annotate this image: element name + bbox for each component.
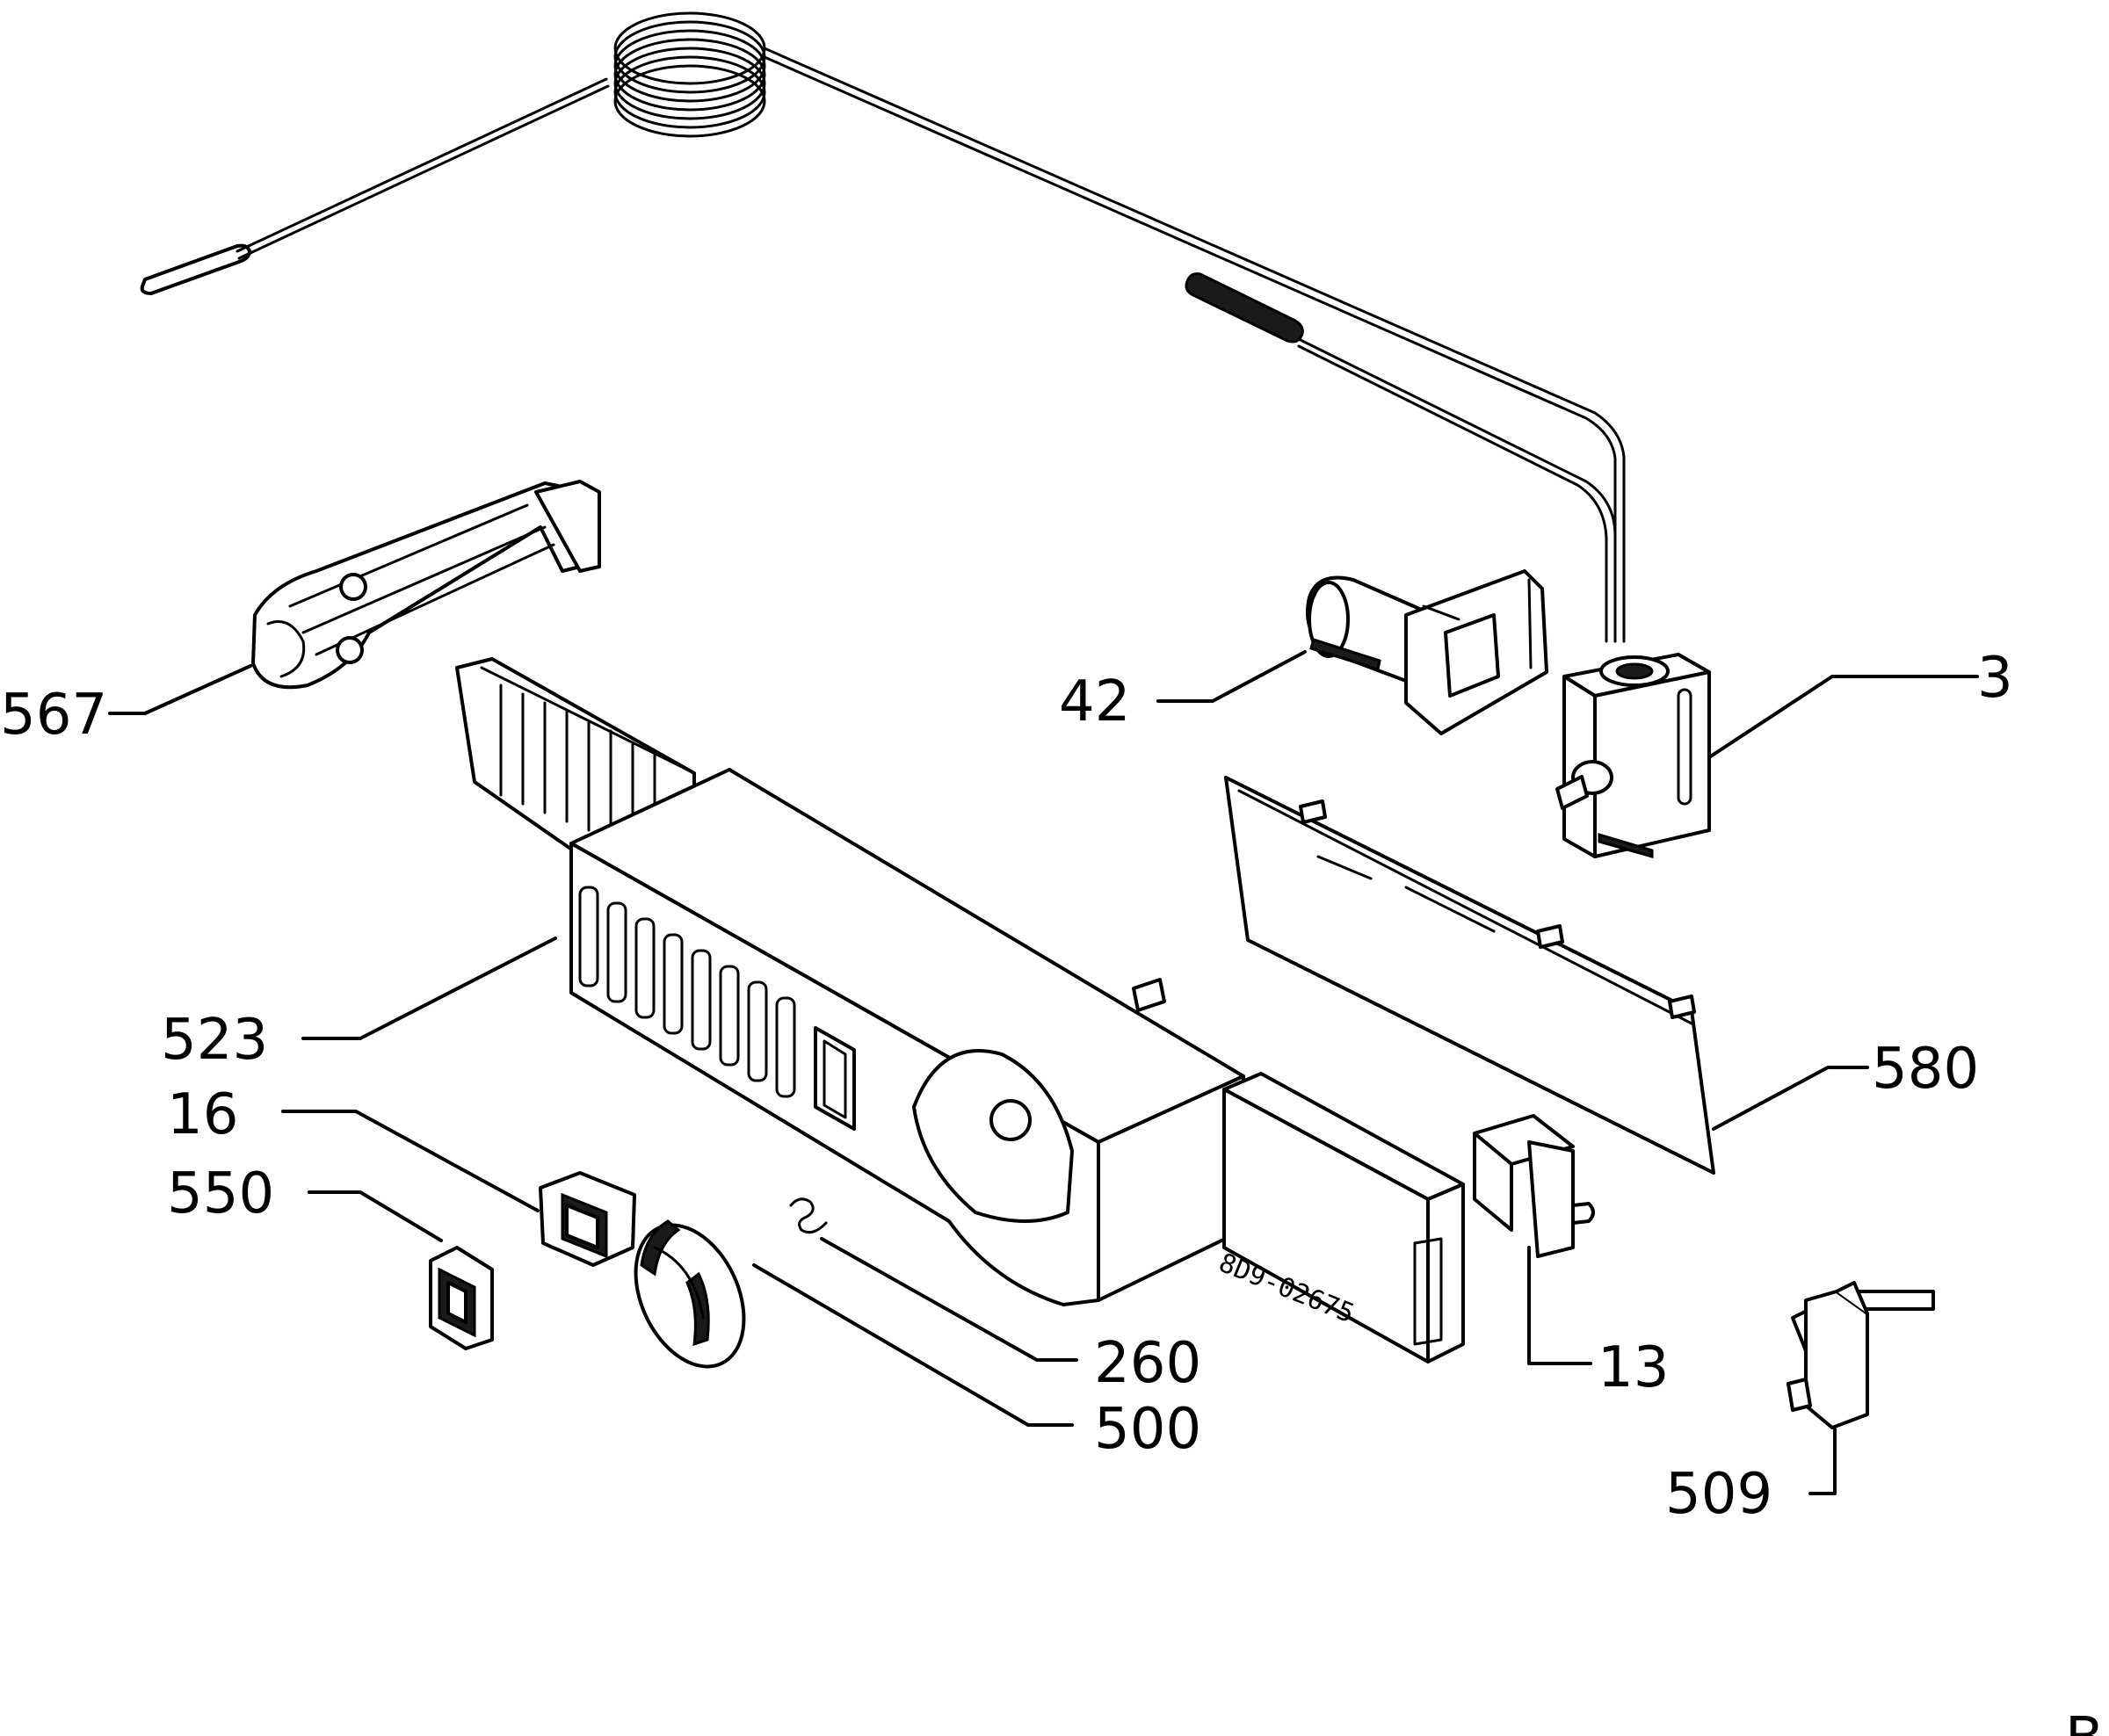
control-housing — [455, 657, 1245, 1306]
callout-42: 42 — [1059, 669, 1130, 734]
probe-spring — [1185, 272, 1304, 344]
callout-567: 567 — [0, 683, 107, 748]
thermostat — [1555, 653, 1711, 858]
callout-509: 509 — [1665, 1462, 1772, 1527]
rocker-switch — [539, 1171, 636, 1267]
lamp-holder — [1306, 569, 1548, 735]
callout-500: 500 — [1094, 1397, 1201, 1462]
callout-16: 16 — [167, 1082, 238, 1147]
circuit-board — [1224, 776, 1715, 1175]
leader-lines — [108, 650, 1979, 1495]
callout-labels: 567 42 3 523 580 16 550 260 500 13 509 B — [0, 646, 2104, 1736]
hinge-pin — [1786, 1281, 1935, 1429]
callout-523: 523 — [161, 1008, 268, 1073]
lamp-cover — [251, 480, 601, 690]
callout-580: 580 — [1872, 1037, 1979, 1102]
callout-3: 3 — [1977, 646, 2013, 711]
clip — [789, 1197, 828, 1234]
callout-13: 13 — [1598, 1335, 1669, 1400]
switch-bezel — [429, 1246, 494, 1350]
thermostat-knob — [634, 1219, 746, 1369]
door-switch — [1473, 1114, 1595, 1258]
callout-260: 260 — [1094, 1331, 1201, 1396]
capillary-tube-assembly — [140, 11, 1626, 643]
capillary-coil — [613, 11, 766, 138]
callout-550: 550 — [167, 1161, 274, 1226]
terminal-block: 8D9-02675 — [1214, 1072, 1465, 1363]
corner-mark: B — [2065, 1706, 2104, 1736]
